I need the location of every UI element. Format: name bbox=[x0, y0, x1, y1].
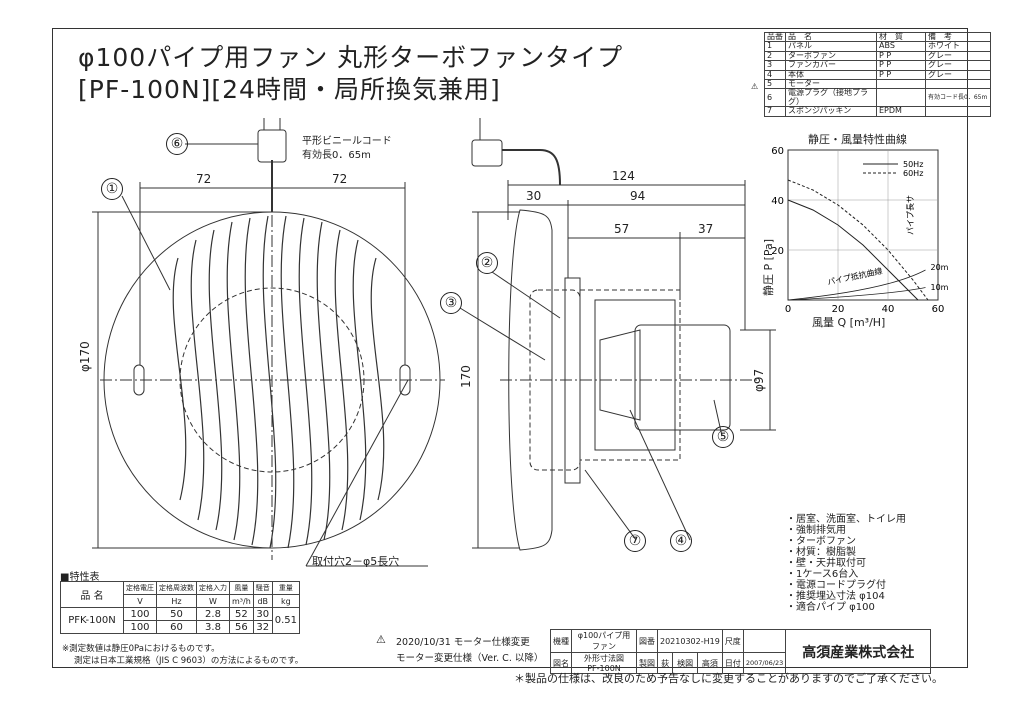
chart-annotation: パイプ抵抗曲線 bbox=[826, 266, 883, 287]
disclaimer: ＊製品の仕様は、改良のため予告なしに変更することがありますのでご了承ください。 bbox=[514, 672, 943, 685]
dim-30: 30 bbox=[526, 189, 542, 203]
dim-124: 124 bbox=[612, 169, 635, 183]
title-line-2: [PF-100N][24時間・局所換気兼用] bbox=[78, 75, 501, 104]
revision-line-1: 2020/10/31 モーター仕様変更 bbox=[396, 637, 530, 648]
chart-title: 静圧・風量特性曲線 bbox=[808, 133, 907, 146]
chart-ylabel: 静圧 P [Pa] bbox=[762, 238, 775, 296]
side-body-hidden bbox=[579, 289, 681, 461]
x-tick-label: 0 bbox=[785, 304, 791, 315]
feature-item: ・強制排気用 bbox=[786, 525, 846, 536]
chart-xlabel: 風量 Q [m³/H] bbox=[812, 316, 886, 329]
motor bbox=[634, 324, 731, 431]
footnote-1: ※測定数値は静圧0Paにおけるものです。 bbox=[62, 644, 220, 654]
feature-item: ・壁・天井取付可 bbox=[786, 558, 866, 569]
feature-item: ・推奨埋込寸法 φ104 bbox=[786, 591, 885, 602]
dim-72-left: 72 bbox=[196, 172, 212, 186]
series-line-60hz bbox=[787, 179, 929, 301]
side-body bbox=[594, 299, 676, 451]
chart-annotation: 10m bbox=[931, 283, 949, 292]
cord-note-1: 平形ビニールコード bbox=[302, 136, 392, 147]
y-tick-label: 40 bbox=[771, 196, 784, 207]
feature-item: ・材質：樹脂製 bbox=[786, 547, 856, 558]
x-tick-label: 20 bbox=[832, 304, 845, 315]
revision-line-2: モーター変更仕様（Ver. C. 以降） bbox=[396, 653, 544, 664]
revision-mark: ⚠ bbox=[751, 82, 759, 91]
callout-6: ⑥ bbox=[166, 133, 188, 155]
dim-phi170: φ170 bbox=[78, 341, 92, 372]
chart-annotation: パイプ長サ bbox=[906, 195, 915, 235]
pipe-curve-20m bbox=[787, 269, 926, 301]
dim-37: 37 bbox=[698, 222, 714, 236]
company-name: 高須産業株式会社 bbox=[785, 629, 932, 674]
chart-frame bbox=[787, 149, 939, 301]
series-line-50hz bbox=[787, 199, 919, 301]
dim-94: 94 bbox=[630, 189, 646, 203]
dim-phi97: φ97 bbox=[752, 368, 766, 392]
feature-list: ・居室、洗面室、トイレ用 ・強制排気用 ・ターボファン ・材質：樹脂製 ・壁・天… bbox=[786, 514, 906, 613]
feature-item: ・ターボファン bbox=[786, 536, 856, 547]
callout-7: ⑦ bbox=[624, 530, 646, 552]
legend-label: 60Hz bbox=[903, 169, 923, 178]
plug-body bbox=[257, 129, 287, 163]
dim-57: 57 bbox=[614, 222, 630, 236]
x-tick-label: 60 bbox=[932, 304, 945, 315]
feature-item: ・電源コードプラグ付 bbox=[786, 580, 886, 591]
feature-item: ・1ケース6台入 bbox=[786, 569, 859, 580]
callout-4: ④ bbox=[670, 530, 692, 552]
dim-72-right: 72 bbox=[332, 172, 348, 186]
feature-item: ・適合パイプ φ100 bbox=[786, 602, 875, 613]
legend-label: 50Hz bbox=[903, 160, 923, 169]
x-tick-label: 40 bbox=[882, 304, 895, 315]
cord-note-2: 有効長0．65m bbox=[302, 150, 371, 161]
callout-1: ① bbox=[101, 178, 123, 200]
pipe-curve-10m bbox=[787, 287, 926, 301]
footnote-2: 測定は日本工業規格（JIS C 9603）の方法によるものです。 bbox=[74, 656, 304, 666]
title-line-1: φ100パイプ用ファン 丸形ターボファンタイプ bbox=[78, 43, 624, 72]
revision-mark-2: ⚠ bbox=[376, 633, 386, 646]
callout-2: ② bbox=[476, 252, 498, 274]
y-tick-label: 20 bbox=[771, 246, 784, 257]
chart-annotation: 20m bbox=[931, 263, 949, 272]
feature-item: ・居室、洗面室、トイレ用 bbox=[786, 514, 906, 525]
drawing-sheet bbox=[52, 28, 968, 668]
mount-hole-note: 取付穴2－φ5長穴 bbox=[312, 555, 400, 568]
y-tick-label: 60 bbox=[771, 146, 784, 157]
dim-170: 170 bbox=[459, 365, 473, 388]
grille-slats bbox=[172, 215, 385, 549]
callout-5: ⑤ bbox=[712, 426, 734, 448]
callout-3: ③ bbox=[440, 292, 462, 314]
side-panel bbox=[508, 209, 553, 551]
specs-label: ■特性表 bbox=[60, 572, 100, 583]
